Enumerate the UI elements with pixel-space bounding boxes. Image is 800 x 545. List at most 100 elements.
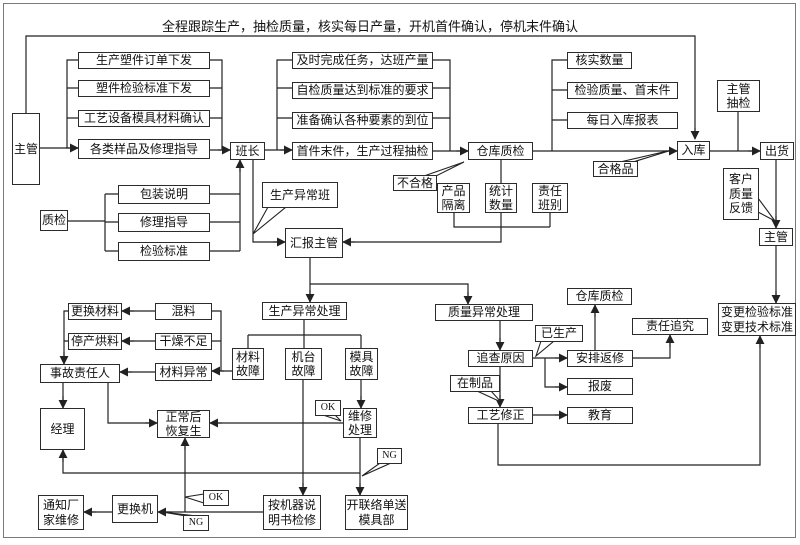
tracking-note: 全程跟踪生产，抽检质量，核实每日产量，开机首件确认，停机末件确认: [161, 19, 578, 34]
node-label: 生产异常处理: [268, 303, 341, 318]
callout-ok-check: OK: [203, 490, 229, 506]
callout-unqualified: 不合格: [393, 175, 437, 191]
node-label: 生产塑件订单下发: [95, 53, 192, 68]
node-change-standards: 变更检验标准 变更技术标准: [718, 303, 796, 336]
callout-customer-feedback: 客户 质量 反馈: [723, 168, 759, 220]
node-responsible-class: 责任 班别: [532, 183, 568, 213]
node-packing-note: 包装说明: [118, 185, 210, 204]
node-machine-manual-check: 按机器说 明书检修: [263, 495, 321, 530]
node-daily-report: 每日入库报表: [567, 112, 678, 129]
node-label: 仓库质检: [575, 289, 624, 304]
node-label: 按机器说 明书检修: [267, 498, 316, 527]
callout-produced: 已生产: [535, 325, 583, 342]
node-label: 仓库质检: [476, 143, 525, 158]
node-label: 塑件检验标准下发: [95, 81, 192, 96]
node-label: 主管: [763, 229, 788, 244]
node-label: 汇报主管: [289, 235, 338, 250]
node-supervisor-right: 主管: [759, 228, 793, 246]
node-label: 统计 数量: [488, 183, 513, 212]
node-label: 变更检验标准 变更技术标准: [720, 305, 793, 334]
node-label: 开联络单送 模具部: [346, 498, 407, 527]
node-order-issue: 生产塑件订单下发: [78, 52, 210, 69]
callout-qualified: 合格品: [593, 161, 638, 177]
node-machine-fault: 机台 故障: [285, 348, 322, 380]
node-label: 出货: [764, 143, 789, 158]
node-label: NG: [382, 450, 397, 461]
node-supervisor-spot-check: 主管 抽检: [717, 80, 760, 112]
node-material-fault: 材料 故障: [232, 348, 264, 380]
node-label: NG: [188, 517, 204, 528]
node-mold-fault: 模具 故障: [345, 348, 378, 380]
node-label: 干燥不足: [159, 334, 208, 349]
node-report-supervisor: 汇报主管: [285, 228, 343, 258]
node-arrange-rework: 安排返修: [567, 350, 633, 367]
node-label: 安排返修: [575, 351, 624, 366]
node-supervisor-left: 主管: [12, 113, 40, 185]
node-shipment: 出货: [760, 142, 794, 160]
node-trace-cause: 追查原因: [468, 350, 533, 367]
node-inspect-first-last: 检验质量、首末件: [567, 82, 678, 99]
node-warehouse-qc-bottom: 仓库质检: [567, 288, 632, 305]
node-label: 首件末件，生产过程抽检: [296, 143, 429, 158]
node-label: 责任追究: [645, 319, 694, 334]
node-warehouse-in: 入库: [677, 141, 710, 160]
node-accident-responsible: 事故责任人: [40, 364, 120, 383]
node-stat-quantity: 统计 数量: [485, 183, 517, 213]
node-label: 混料: [171, 304, 196, 319]
node-standard-issue: 塑件检验标准下发: [78, 80, 210, 97]
node-label: 自检质量达到标准的要求: [296, 83, 429, 98]
node-label: 质检: [41, 213, 66, 228]
node-mold-contact: 开联络单送 模具部: [345, 495, 408, 530]
node-label: 检验标准: [139, 244, 188, 259]
node-label: 工艺修正: [476, 408, 525, 423]
callout-production-abnormal-class: 生产异常班: [262, 182, 338, 208]
node-inspection-standard: 检验标准: [118, 242, 210, 261]
node-label: 生产异常班: [269, 187, 330, 202]
callout-ng-check: NG: [183, 515, 209, 531]
node-resume-normal: 正常后 恢复生: [157, 410, 210, 438]
node-label: 报废: [587, 379, 612, 394]
node-stop-baking: 停产烘料: [68, 333, 122, 350]
node-label: 已生产: [540, 326, 577, 341]
node-material-abnormal: 材料异常: [155, 363, 212, 381]
node-label: 核实数量: [575, 53, 624, 68]
node-repair-guide: 修理指导: [118, 213, 210, 232]
node-label: 及时完成任务，达班产量: [296, 53, 429, 68]
node-label: 模具 故障: [349, 349, 374, 378]
node-verify-qty: 核实数量: [567, 52, 632, 69]
node-label: 追查原因: [476, 351, 525, 366]
node-first-last-check: 首件末件，生产过程抽检: [292, 142, 433, 160]
node-manager: 经理: [40, 408, 85, 450]
node-label: 主管: [13, 141, 38, 156]
node-label: 合格品: [597, 161, 634, 176]
node-label: 质量异常处理: [447, 305, 520, 320]
node-label: 事故责任人: [49, 366, 110, 381]
node-equipment-confirm: 工艺设备模具材料确认: [78, 110, 210, 127]
node-label: 各类样品及修理指导: [89, 141, 198, 156]
node-label: 通知厂 家维修: [42, 498, 79, 527]
callout-ok-repair: OK: [315, 400, 341, 416]
node-label: 材料 故障: [235, 349, 260, 378]
node-label: 在制品: [456, 376, 493, 391]
node-label: 准备确认各种要素的到位: [296, 113, 429, 128]
node-label: 机台 故障: [291, 349, 316, 378]
node-scrap: 报废: [567, 378, 633, 395]
node-self-check: 自检质量达到标准的要求: [292, 82, 433, 99]
node-repair-handle: 维修 处理: [343, 408, 377, 438]
node-insufficient-drying: 干燥不足: [155, 333, 212, 350]
node-label: 正常后 恢复生: [165, 409, 202, 438]
node-label: 客户 质量 反馈: [728, 172, 753, 216]
node-label: 停产烘料: [70, 334, 119, 349]
node-label: 责任 班别: [537, 183, 562, 212]
node-finish-task: 及时完成任务，达班产量: [292, 52, 433, 69]
node-mixed-material: 混料: [155, 303, 212, 320]
node-quality-abnormal-handle: 质量异常处理: [435, 304, 533, 321]
node-label: 每日入库报表: [586, 113, 659, 128]
node-label: 修理指导: [139, 215, 188, 230]
node-label: 主管 抽检: [726, 81, 751, 110]
node-warehouse-qc-top: 仓库质检: [468, 142, 533, 160]
callout-wip: 在制品: [450, 375, 500, 392]
node-label: 入库: [681, 143, 706, 158]
